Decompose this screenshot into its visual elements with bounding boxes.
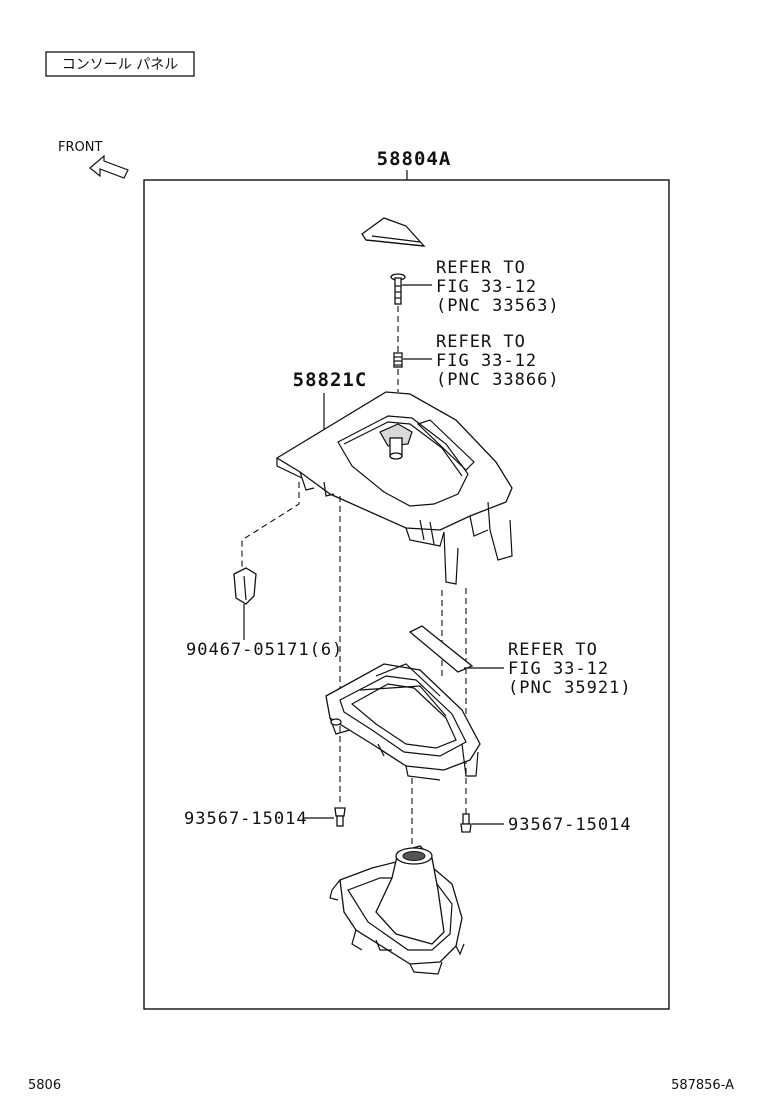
- front-label: FRONT: [58, 140, 102, 155]
- spring-nut-part: [393, 352, 403, 368]
- reference-2-line2: FIG 33-12: [436, 351, 537, 371]
- figure-id: 587856-A: [671, 1078, 734, 1093]
- reference-1: REFER TO FIG 33-12 (PNC 33563): [436, 258, 560, 316]
- title-box-text: コンソール パネル: [62, 57, 178, 73]
- reference-3: REFER TO FIG 33-12 (PNC 35921): [508, 640, 632, 698]
- reference-3-line3: (PNC 35921): [508, 678, 632, 698]
- reference-2: REFER TO FIG 33-12 (PNC 33866): [436, 332, 560, 390]
- reference-2-line3: (PNC 33866): [436, 370, 560, 390]
- reference-1-line1: REFER TO: [436, 258, 526, 278]
- screw-right-part: [460, 813, 472, 833]
- dash-clip: [241, 482, 300, 570]
- reference-2-line1: REFER TO: [436, 332, 526, 352]
- reference-3-line1: REFER TO: [508, 640, 598, 660]
- assembly-number: 58804A: [377, 148, 452, 170]
- screw-left-part: [334, 807, 346, 827]
- screw-left-part-number: 93567-15014: [184, 809, 308, 829]
- front-indicator: FRONT: [58, 140, 129, 179]
- top-cap-part: [361, 217, 426, 247]
- reference-3-line2: FIG 33-12: [508, 659, 609, 679]
- thin-plate-part: [408, 625, 504, 673]
- clip-part-number: 90467-05171(6): [186, 640, 343, 660]
- front-arrow-icon: [89, 154, 129, 179]
- shift-boot-part: [329, 845, 465, 975]
- bolt-part: [390, 273, 406, 305]
- reference-1-line3: (PNC 33563): [436, 296, 560, 316]
- assembly-frame: [143, 179, 670, 1010]
- clip-part: [233, 567, 257, 605]
- bracket-part: [325, 663, 481, 781]
- page-code: 5806: [28, 1078, 61, 1093]
- title-box: コンソール パネル: [45, 51, 195, 77]
- panel-number: 58821C: [293, 369, 368, 391]
- screw-right-part-number: 93567-15014: [508, 815, 632, 835]
- console-panel-part: [275, 391, 513, 585]
- reference-1-line2: FIG 33-12: [436, 277, 537, 297]
